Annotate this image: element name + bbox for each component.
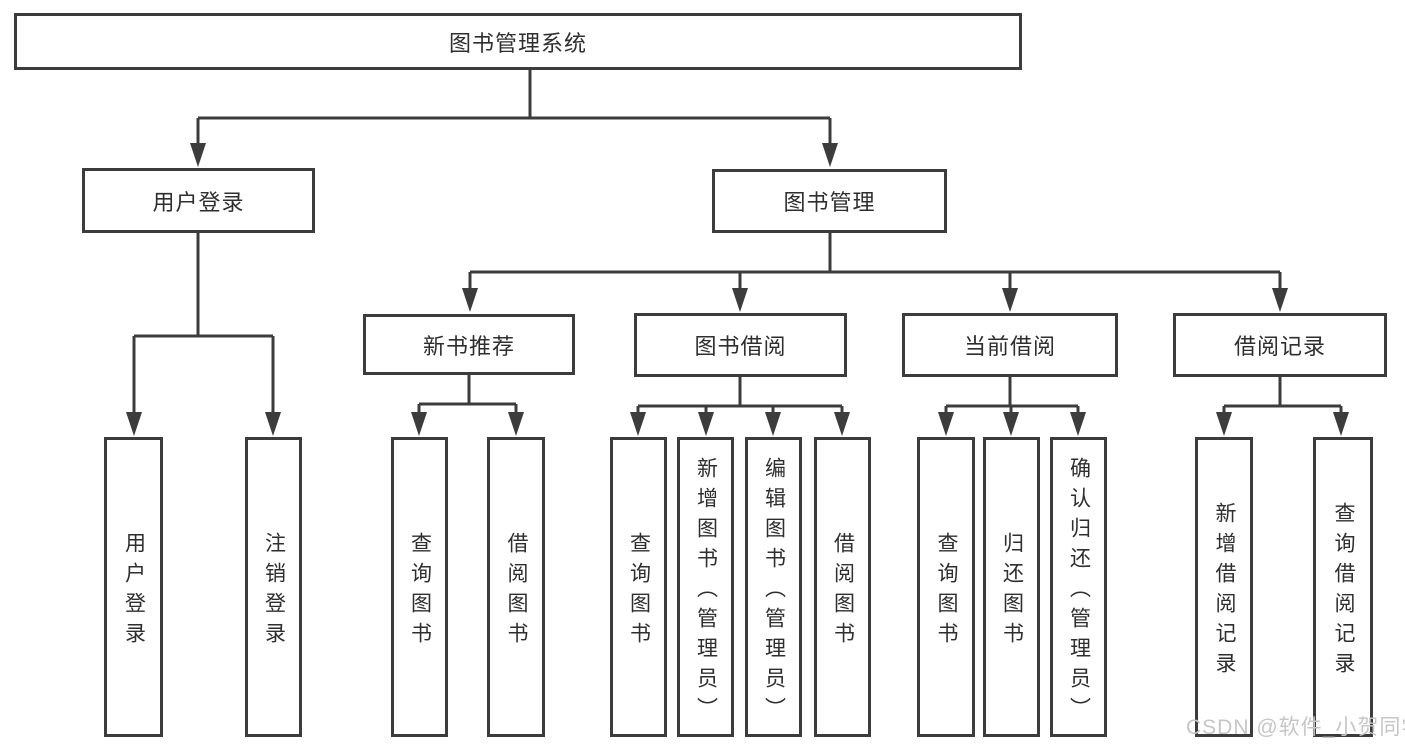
connector-new-book-recommend-fan <box>411 374 524 436</box>
leaf-add-borrow-record: 新增借阅记录 <box>1195 437 1253 737</box>
connector-user-login-fan <box>126 233 281 436</box>
leaf-label: 确认归还（管理员） <box>1067 456 1091 727</box>
connector-root-to-level2 <box>190 70 838 167</box>
leaf-label: 查询图书 <box>627 531 651 652</box>
leaf-label: 注销登录 <box>262 531 286 652</box>
leaf-query-books: 查询图书 <box>917 437 975 737</box>
arrowhead-icon <box>462 288 1288 312</box>
csdn-watermark: CSDN @软件_小贺同学 <box>1186 716 1405 739</box>
leaf-query-borrow-record: 查询借阅记录 <box>1313 437 1373 737</box>
leaf-edit-book-admin: 编辑图书（管理员） <box>745 437 802 737</box>
node-book-management: 图书管理 <box>712 169 947 233</box>
connector-current-borrow-fan <box>938 377 1086 436</box>
leaf-confirm-return-admin: 确认归还（管理员） <box>1050 437 1107 737</box>
node-label: 当前借阅 <box>963 334 1056 359</box>
arrowhead-icon <box>190 143 838 167</box>
arrowhead-icon <box>630 412 850 436</box>
node-borrow-records: 借阅记录 <box>1173 313 1387 377</box>
arrowhead-icon <box>411 412 524 436</box>
node-label: 借阅记录 <box>1233 334 1326 359</box>
leaf-logout-login: 注销登录 <box>245 437 302 737</box>
leaf-label: 用户登录 <box>122 531 146 652</box>
leaf-user-login: 用户登录 <box>104 437 163 737</box>
leaf-borrow-books: 借阅图书 <box>814 437 871 737</box>
node-label: 图书管理系统 <box>448 30 587 56</box>
node-current-borrow: 当前借阅 <box>902 313 1118 377</box>
node-book-borrow: 图书借阅 <box>634 313 847 377</box>
connector-book-management-fan <box>462 233 1288 312</box>
leaf-label: 借阅图书 <box>831 531 855 652</box>
arrowhead-icon <box>126 412 281 436</box>
leaf-label: 查询图书 <box>935 531 958 652</box>
leaf-query-books: 查询图书 <box>610 437 667 737</box>
leaf-borrow-books: 借阅图书 <box>487 437 545 737</box>
leaf-add-book-admin: 新增图书（管理员） <box>677 437 734 737</box>
node-label: 用户登录 <box>152 189 245 215</box>
leaf-label: 借阅图书 <box>505 531 528 652</box>
connector-book-borrow-fan <box>630 377 850 436</box>
node-label: 图书管理 <box>783 190 876 215</box>
leaf-return-books: 归还图书 <box>983 437 1040 737</box>
leaf-label: 查询图书 <box>408 531 432 652</box>
node-library-management-system: 图书管理系统 <box>14 13 1022 70</box>
node-label: 图书借阅 <box>694 334 787 359</box>
connector-borrow-records-fan <box>1216 377 1349 436</box>
leaf-label: 查询借阅记录 <box>1332 501 1355 682</box>
leaf-label: 归还图书 <box>1000 531 1024 652</box>
node-user-login: 用户登录 <box>82 168 315 233</box>
arrowhead-icon <box>1216 412 1349 436</box>
leaf-label: 新增借阅记录 <box>1213 501 1236 682</box>
leaf-label: 编辑图书（管理员） <box>762 456 786 727</box>
leaf-label: 新增图书（管理员） <box>694 456 718 727</box>
node-new-book-recommend: 新书推荐 <box>363 314 575 375</box>
node-label: 新书推荐 <box>422 333 515 359</box>
leaf-query-books: 查询图书 <box>391 437 448 737</box>
arrowhead-icon <box>938 412 1086 436</box>
